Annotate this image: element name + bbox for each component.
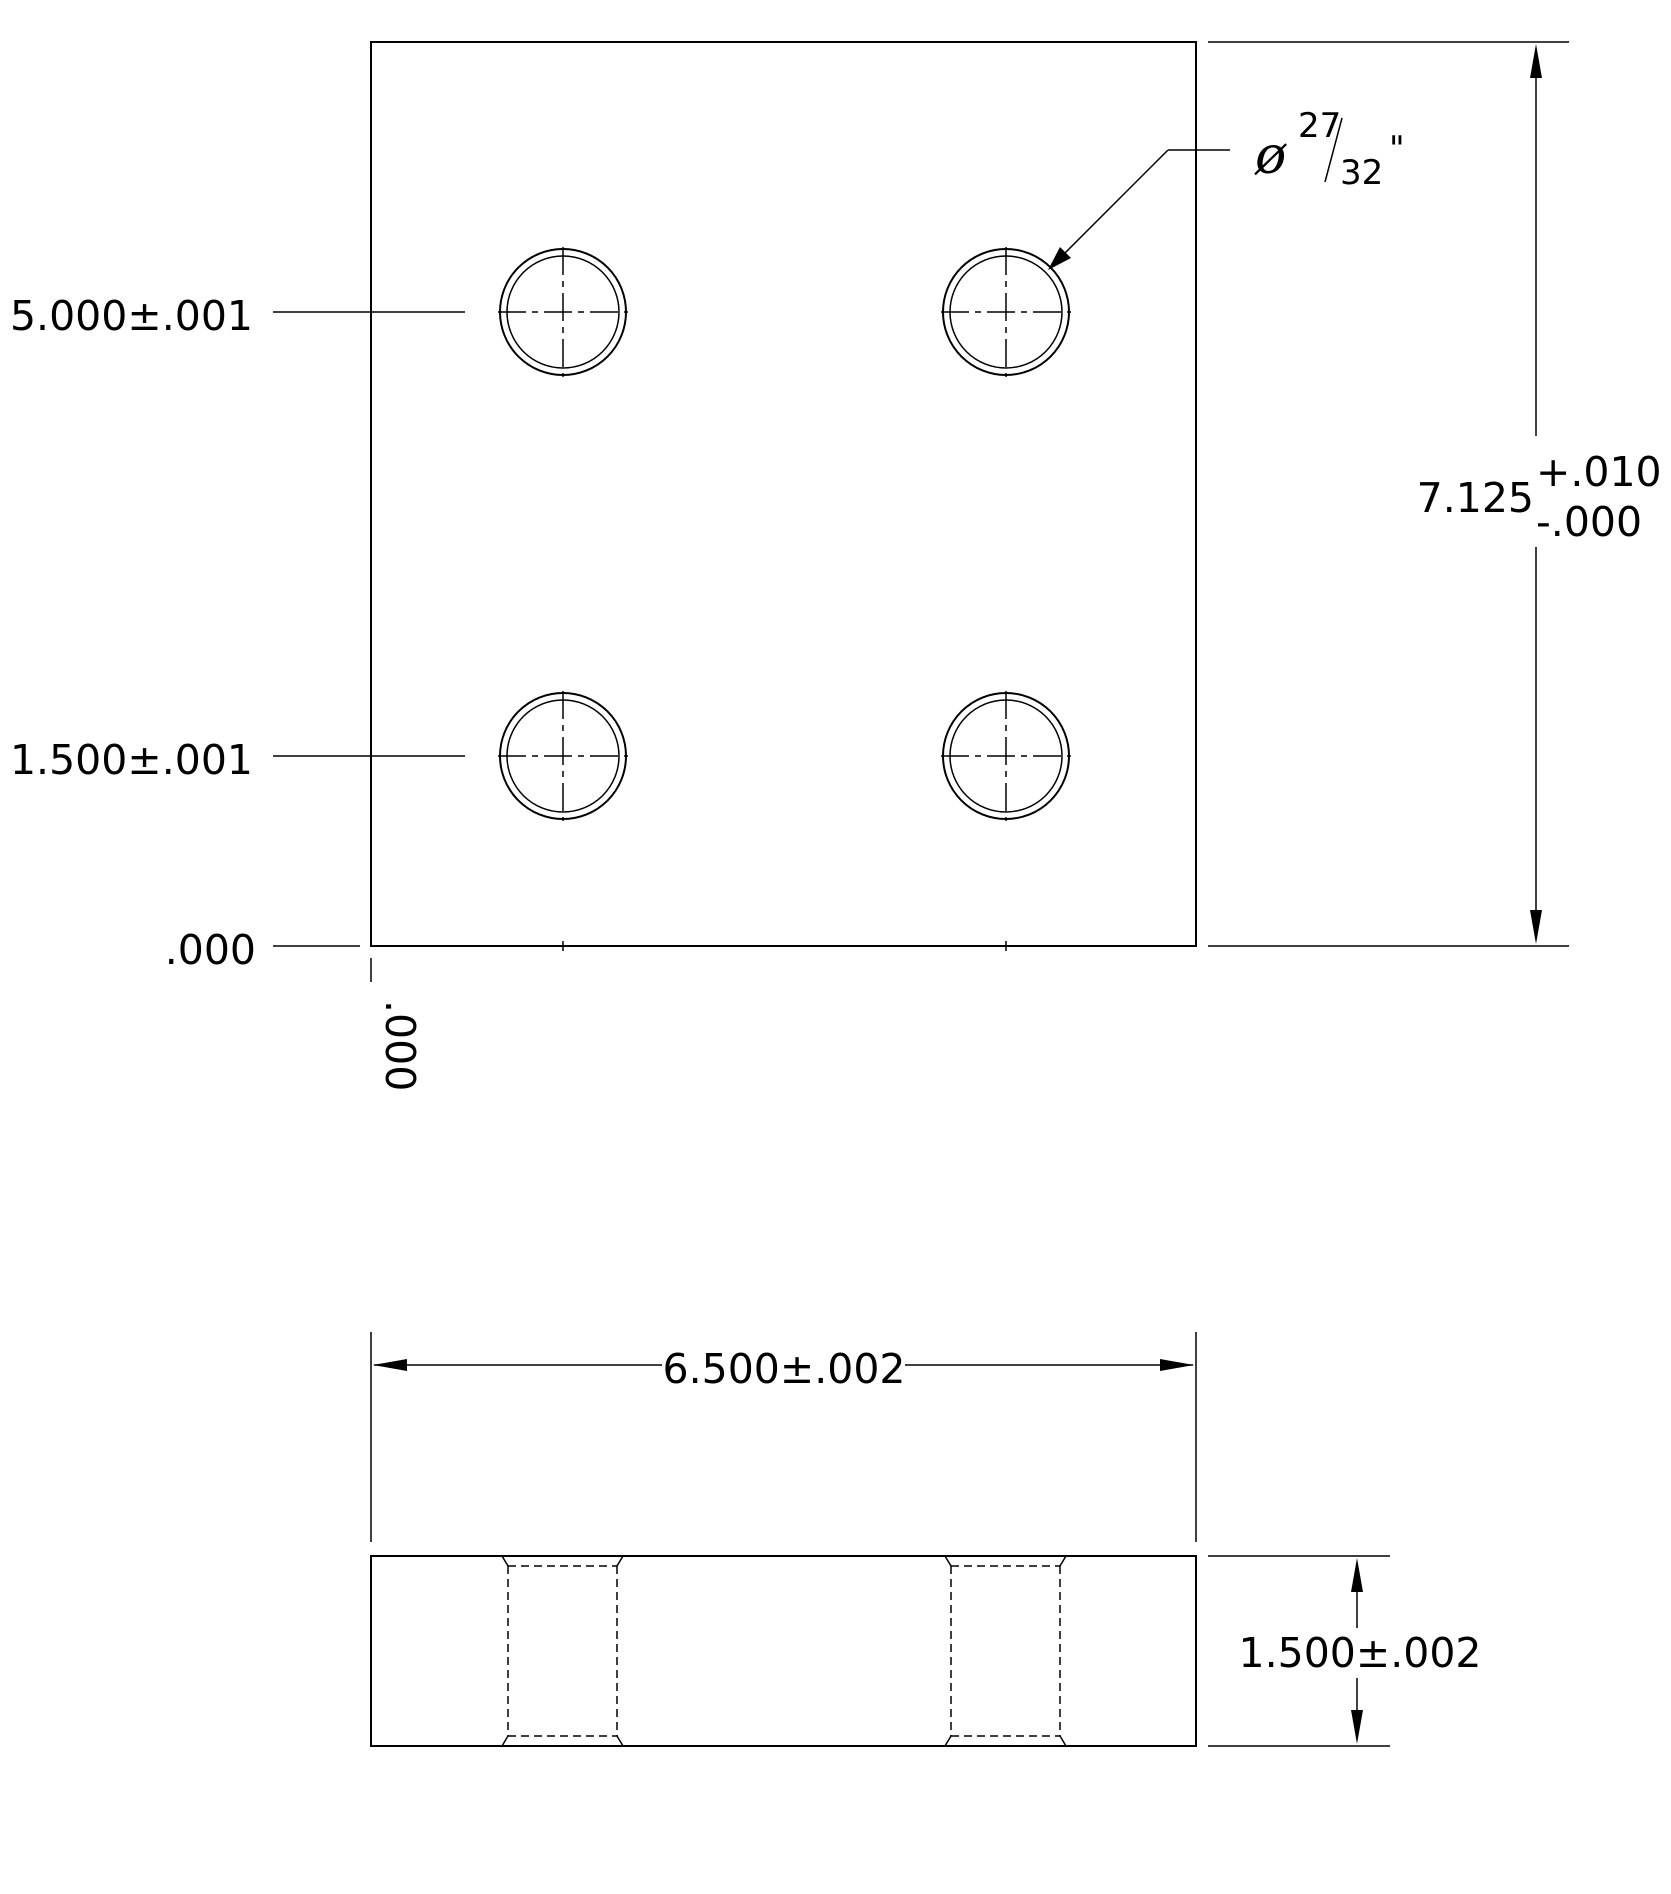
- ordinate-label-5000: 5.000±.001: [10, 292, 253, 340]
- ordinate-label-x-zero: .000: [376, 1000, 424, 1091]
- thickness-dimension: 1.500±.002: [1208, 1555, 1482, 1747]
- width-label: 6.500±.002: [662, 1345, 905, 1393]
- hole-top-left: [498, 247, 628, 377]
- ordinate-label-1500: 1.500±.001: [10, 736, 253, 784]
- plate-outline-top: [370, 41, 1197, 947]
- hidden-hole-left: [501, 1555, 624, 1747]
- hole-diameter-callout: ø 27 32 ": [1048, 106, 1405, 270]
- diameter-unit: ": [1389, 129, 1405, 169]
- height-tol-minus-label: -.000: [1536, 498, 1642, 546]
- hole-bottom-left: [498, 691, 628, 821]
- height-dimension: 7.125 +.010 -.000: [1208, 41, 1662, 947]
- front-view: 6.500±.002 1.500±.002: [370, 1332, 1482, 1747]
- height-tol-plus-label: +.010: [1536, 448, 1662, 496]
- thickness-label: 1.500±.002: [1238, 1629, 1481, 1677]
- diameter-denominator: 32: [1340, 153, 1383, 193]
- hole-top-right: [941, 247, 1071, 377]
- hidden-hole-right: [944, 1555, 1067, 1747]
- diameter-symbol: ø: [1254, 126, 1287, 186]
- diameter-numerator: 27: [1298, 106, 1341, 146]
- height-nominal-label: 7.125: [1417, 474, 1534, 522]
- hole-bottom-right: [941, 691, 1071, 821]
- plate-outline-front: [370, 1555, 1197, 1747]
- width-dimension: 6.500±.002: [370, 1332, 1197, 1542]
- top-view: 5.000±.001 1.500±.001 .000 .000 7.125 +.…: [10, 41, 1662, 1091]
- ordinate-label-y-zero: .000: [165, 926, 256, 974]
